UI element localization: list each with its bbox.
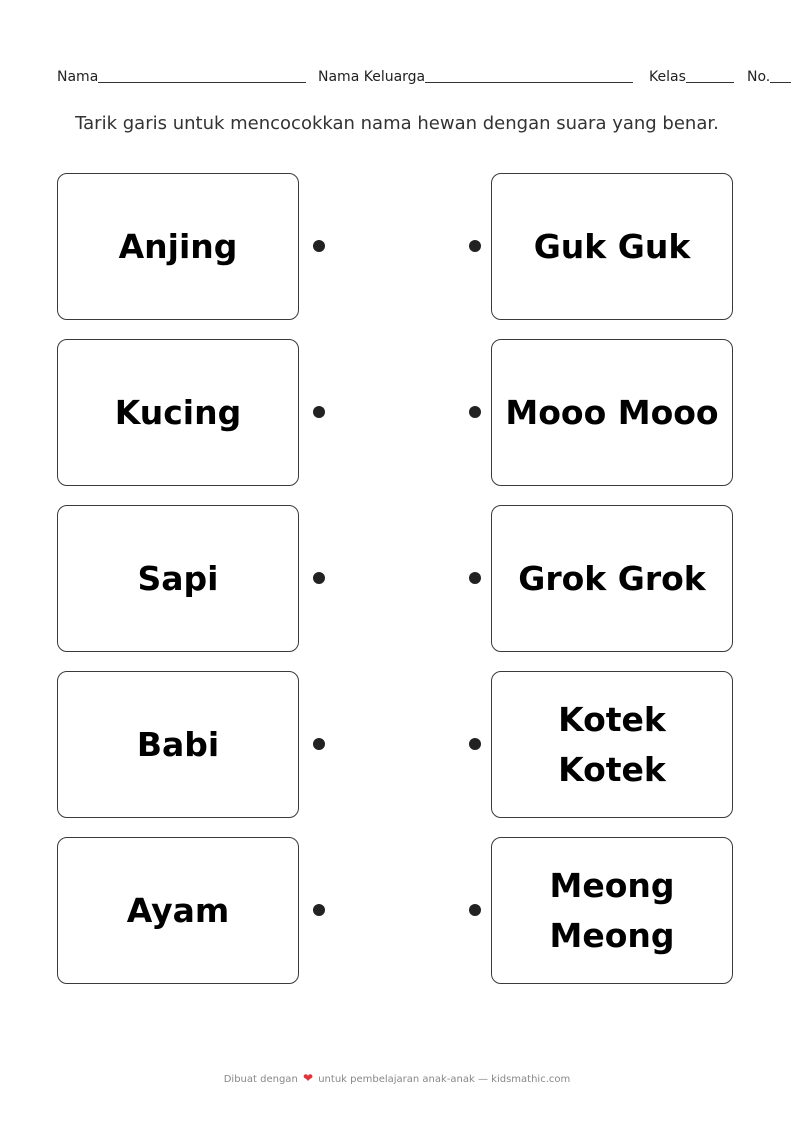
family-name-field[interactable]: Nama Keluarga — [318, 68, 634, 86]
right-connector-dot[interactable] — [469, 240, 481, 252]
animal-card: Sapi — [57, 505, 299, 652]
sound-card: Grok Grok — [491, 505, 733, 652]
sound-label: Kotek Kotek — [558, 699, 666, 789]
name-field[interactable]: Nama — [57, 68, 307, 86]
animal-label: Ayam — [126, 890, 230, 930]
left-connector-dot[interactable] — [313, 904, 325, 916]
number-field[interactable]: No. — [747, 68, 792, 86]
right-connector-dot[interactable] — [469, 572, 481, 584]
animal-card: Kucing — [57, 339, 299, 486]
family-name-label: Nama Keluarga — [318, 69, 426, 85]
class-line[interactable] — [685, 68, 734, 83]
animal-card: Anjing — [57, 173, 299, 320]
family-name-line[interactable] — [425, 68, 634, 83]
left-connector-dot[interactable] — [313, 572, 325, 584]
right-connector-dot[interactable] — [469, 738, 481, 750]
number-line[interactable] — [770, 68, 792, 83]
sound-card: Kotek Kotek — [491, 671, 733, 818]
left-connector-dot[interactable] — [313, 240, 325, 252]
animal-card: Babi — [57, 671, 299, 818]
class-field[interactable]: Kelas — [649, 68, 734, 86]
left-connector-dot[interactable] — [313, 738, 325, 750]
right-connector-dot[interactable] — [469, 406, 481, 418]
sound-card: Meong Meong — [491, 837, 733, 984]
animal-label: Anjing — [118, 226, 238, 266]
sound-card: Mooo Mooo — [491, 339, 733, 486]
sound-label: Grok Grok — [518, 558, 706, 598]
right-connector-dot[interactable] — [469, 904, 481, 916]
heart-icon: ❤ — [302, 1071, 314, 1085]
animal-card: Ayam — [57, 837, 299, 984]
animal-label: Sapi — [137, 558, 219, 598]
animal-label: Kucing — [114, 392, 242, 432]
name-line[interactable] — [98, 68, 307, 83]
footer-text-start: Dibuat dengan — [223, 1074, 298, 1085]
sound-card: Guk Guk — [491, 173, 733, 320]
student-info-header: Nama Nama Keluarga Kelas No. — [57, 68, 794, 88]
sound-label: Meong Meong — [549, 865, 675, 955]
left-connector-dot[interactable] — [313, 406, 325, 418]
animal-label: Babi — [136, 724, 220, 764]
number-label: No. — [747, 69, 771, 85]
instruction-text: Tarik garis untuk mencocokkan nama hewan… — [75, 113, 719, 134]
class-label: Kelas — [649, 69, 686, 85]
name-label: Nama — [57, 69, 99, 85]
footer: Dibuat dengan ❤ untuk pembelajaran anak-… — [0, 1071, 794, 1085]
footer-text-end: untuk pembelajaran anak-anak — kidsmathi… — [318, 1074, 571, 1085]
sound-label: Guk Guk — [533, 226, 691, 266]
sound-label: Mooo Mooo — [505, 392, 719, 432]
